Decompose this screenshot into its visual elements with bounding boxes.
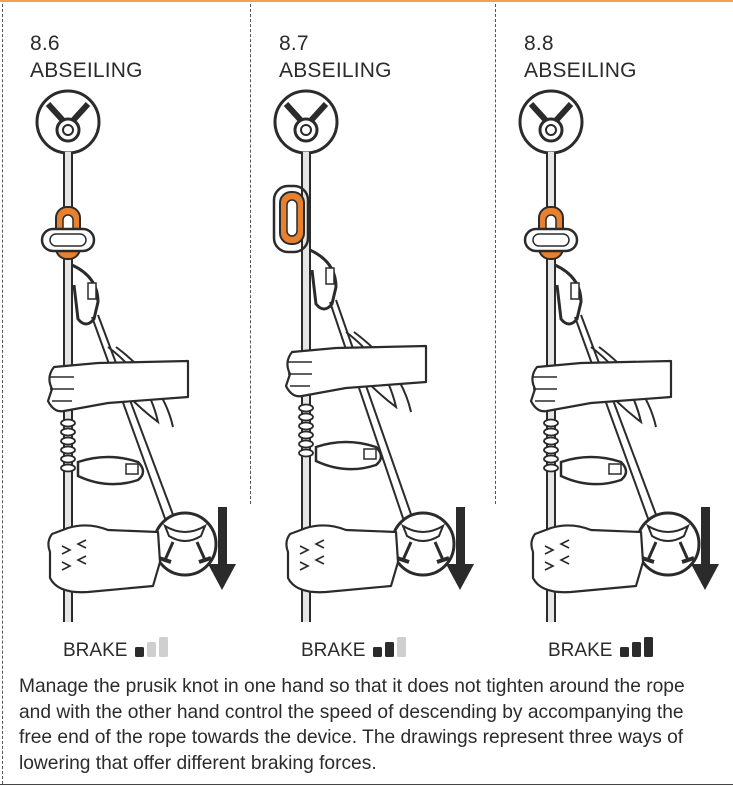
hand-icon [530,524,645,594]
panel-number: 8.8 [524,32,554,55]
panel-number: 8.6 [30,32,60,55]
panel-heading: ABSEILING [279,59,392,82]
carabiner-icon [71,263,100,326]
brake-level-bar [644,637,654,657]
hand-icon [284,344,428,398]
hand-icon [47,524,162,594]
panel-title-8-7: 8.7 ABSEILING [279,30,392,84]
panel-title-8-6: 8.6 ABSEILING [30,30,143,84]
brake-indicator-8-7: BRAKE [301,634,409,662]
brake-level-bar [397,637,407,657]
brake-level-bar [159,637,169,657]
panel-title-8-8: 8.8 ABSEILING [524,30,637,84]
harness-icon [152,511,218,577]
prusik-knot [543,418,559,473]
brake-level-bar [147,642,157,657]
harness-sling [329,301,406,525]
brake-bars [135,637,171,662]
anchor-ring-icon [273,89,339,155]
down-arrow-icon [691,507,719,590]
carabiner-icon [559,455,628,486]
brake-label: BRAKE [63,640,128,661]
prusik-knot [298,403,314,458]
down-arrow-icon [446,507,474,590]
brake-label: BRAKE [548,640,613,661]
anchor-ring-icon [35,89,101,155]
harness-icon [635,511,701,577]
hand-icon [529,359,673,413]
carabiner-icon [309,248,338,311]
panel-divider-2 [495,4,496,504]
anchor-ring-icon [518,89,584,155]
abseil-illustration-8-8 [518,89,719,622]
brake-level-bar [632,642,642,657]
brake-bars [620,637,656,662]
brake-indicator-8-6: BRAKE [63,634,171,662]
left-border-dashed [2,4,3,784]
abseil-illustration-8-7 [272,89,474,622]
harness-icon [390,511,456,577]
abseil-illustration-8-6 [35,89,236,622]
harness-sling [574,316,651,525]
brake-indicator-8-8: BRAKE [548,634,656,662]
panel-heading: ABSEILING [30,59,143,82]
harness-sling [335,299,414,521]
brake-label: BRAKE [301,640,366,661]
instruction-caption: Manage the prusik knot in one hand so th… [19,676,685,774]
bottom-rule [0,784,733,785]
brake-bars [373,637,409,662]
hand-icon [285,524,400,594]
panel-number: 8.7 [279,32,309,55]
descender-device-icon [272,184,310,254]
prusik-knot [60,418,76,473]
carabiner-icon [554,263,583,326]
harness-sling [580,314,659,521]
brake-level-bar [373,647,383,657]
harness-sling [97,314,176,521]
descender-device-icon [40,206,96,260]
panel-divider-1 [250,4,251,504]
down-arrow-icon [208,507,236,590]
brake-level-bar [385,642,395,657]
descender-device-icon [523,206,579,260]
harness-sling [91,316,168,525]
panel-heading: ABSEILING [524,59,637,82]
carabiner-icon [76,455,145,486]
carabiner-icon [314,440,383,471]
brake-level-bar [135,647,145,657]
hand-icon [46,359,190,413]
brake-level-bar [620,647,630,657]
